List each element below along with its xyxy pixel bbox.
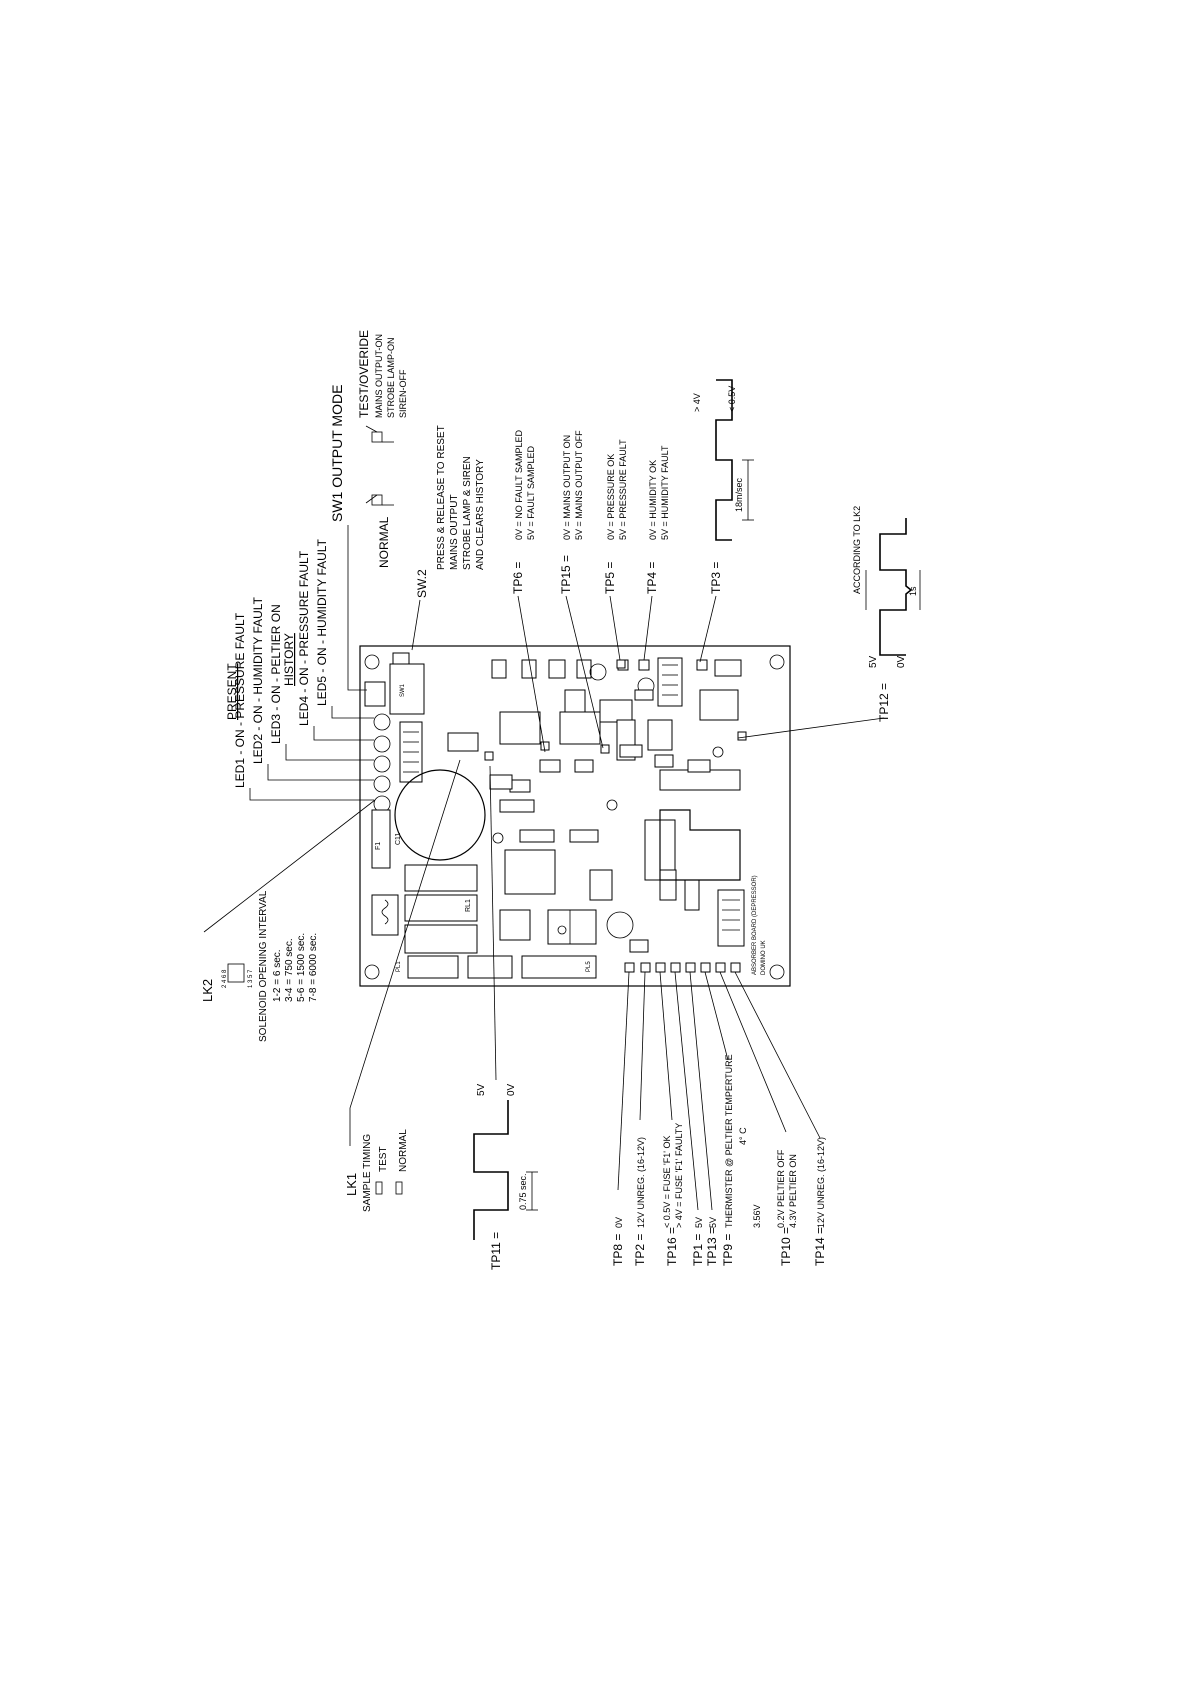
- tp16-label: TP16 =: [665, 1227, 679, 1266]
- tp-right-legend: TP6 = 0V = NO FAULT SAMPLED 5V = FAULT S…: [511, 430, 723, 753]
- tp1-label: TP1 =: [691, 1234, 705, 1266]
- tp16-value2: > 4V = FUSE 'F1' FAULTY: [674, 1123, 684, 1228]
- svg-text:SW1: SW1: [400, 683, 406, 697]
- board-subtitle: DOMINO UK: [761, 940, 767, 975]
- lk1-label: LK1: [344, 1173, 359, 1196]
- sw1-output-mode: SW1 OUTPUT MODE NORMAL TEST/OVERIDE MAIN…: [329, 330, 408, 691]
- tp11-period: 0.75 sec.: [518, 1173, 528, 1210]
- tp6-label: TP6 =: [511, 562, 525, 594]
- tp2-value: 12V UNREG. (16-12V): [636, 1137, 646, 1228]
- tp4-line1: 0V = HUMIDITY OK: [648, 460, 658, 540]
- tp3-waveform: 18m/sec > 4V < 0.5V: [692, 379, 754, 541]
- tp8-value: 0V: [614, 1217, 624, 1228]
- svg-text:RL1: RL1: [465, 899, 472, 912]
- tp3-label: TP3 =: [709, 562, 723, 594]
- tp12-label: TP12 =: [877, 683, 891, 722]
- tp15-label: TP15 =: [559, 555, 573, 594]
- pcb-board: SW1 C11 F1 RL1 PL1 PL5: [359, 645, 791, 987]
- tp2-label: TP2 =: [633, 1234, 647, 1266]
- sw1-test-line4: SIREN-OFF: [398, 369, 408, 418]
- lk1-sub: SAMPLE TIMING: [362, 1134, 373, 1212]
- tp13-label: TP13 =: [705, 1227, 719, 1266]
- sw1-test-line3: STROBE LAMP-ON: [386, 337, 396, 418]
- lk2-title: SOLENOID OPENING INTERVAL: [258, 890, 269, 1042]
- sw1-title: SW1 OUTPUT MODE: [329, 385, 345, 522]
- tp9-label: TP9 =: [721, 1234, 735, 1266]
- tp9-value1: THERMISTER @ PELTIER TEMPERTURE: [724, 1054, 734, 1228]
- sw1-test-line2: MAINS OUTPUT-ON: [374, 334, 384, 418]
- tp5-line2: 5V = PRESSURE FAULT: [618, 439, 628, 540]
- svg-text:F1: F1: [375, 842, 382, 850]
- lk2-row2: 3-4 = 750 sec.: [284, 938, 295, 1002]
- tp15-line2: 5V = MAINS OUTPUT OFF: [574, 430, 584, 540]
- svg-text:PL5: PL5: [586, 961, 592, 972]
- sw2-desc1: PRESS & RELEASE TO RESET: [436, 425, 447, 570]
- lk2-pins-bottom: 1 3 5 7: [248, 969, 254, 988]
- tp3-period: 18m/sec: [734, 477, 744, 512]
- led3-label: LED3 - ON - PELTIER ON: [269, 604, 283, 744]
- history-heading: HISTORY: [282, 633, 296, 686]
- tp16-value1: < 0.5V = FUSE 'F1' OK: [662, 1136, 672, 1228]
- led1-label: LED1 - ON - PRESSURE FAULT: [233, 612, 247, 788]
- tp8-label: TP8 =: [611, 1234, 625, 1266]
- tp10-value2: 4.3V PELTIER ON: [788, 1154, 798, 1228]
- tp11-waveform: TP11 = 0.75 sec. 5V 0V: [473, 765, 538, 1270]
- tp4-line2: 5V = HUMIDITY FAULT: [660, 445, 670, 540]
- sw2-reset: SW.2 PRESS & RELEASE TO RESET MAINS OUTP…: [411, 425, 486, 651]
- tp12-note: ACCORDING TO LK2: [852, 506, 862, 594]
- tp5-label: TP5 =: [603, 562, 617, 594]
- tp11-5v: 5V: [476, 1083, 487, 1096]
- sw2-desc4: AND CLEARS HISTORY: [475, 459, 486, 570]
- board-title: ABSORBER BOARD (DEPRESSOR): [752, 875, 758, 975]
- tp1-value: 5V: [694, 1217, 704, 1228]
- tp12-5v: 5V: [868, 655, 879, 668]
- lk2-label: LK2: [200, 979, 215, 1002]
- lk2-pins-top: 2 4 6 8: [222, 969, 228, 988]
- sw2-desc3: STROBE LAMP & SIREN: [462, 456, 473, 570]
- sw2-desc2: MAINS OUTPUT: [449, 494, 460, 570]
- tp9-value3: 3.56V: [752, 1204, 762, 1228]
- tp5-line1: 0V = PRESSURE OK: [606, 454, 616, 540]
- svg-text:C11: C11: [395, 833, 402, 845]
- sw1-normal-label: NORMAL: [377, 516, 391, 568]
- tp10-label: TP10 =: [779, 1227, 793, 1266]
- sw1-test-line1: TEST/OVERIDE: [357, 330, 371, 418]
- tp6-line1: 0V = NO FAULT SAMPLED: [514, 430, 524, 540]
- present-heading: PRESENT: [225, 663, 239, 720]
- tp13-value: 5V: [708, 1217, 718, 1228]
- lk1-legend: LK1 SAMPLE TIMING TEST NORMAL: [344, 759, 461, 1212]
- tp6-line2: 5V = FAULT SAMPLED: [526, 446, 536, 540]
- tp15-line1: 0V = MAINS OUTPUT ON: [562, 435, 572, 540]
- lk2-row4: 7-8 = 6000 sec.: [308, 933, 319, 1002]
- lk2-legend: LK2 2 4 6 8 1 3 5 7 SOLENOID OPENING INT…: [200, 799, 376, 1042]
- led4-label: LED4 - ON - PRESSURE FAULT: [297, 550, 311, 726]
- tp11-0v: 0V: [506, 1083, 517, 1096]
- led2-label: LED2 - ON - HUMIDITY FAULT: [251, 596, 265, 764]
- led-legend: LED1 - ON - PRESSURE FAULT LED2 - ON - H…: [225, 538, 374, 801]
- tp14-label: TP14 =: [813, 1227, 827, 1266]
- lk2-row1: 1-2 = 6 sec.: [272, 949, 283, 1002]
- tp12-width: 1s: [908, 586, 918, 596]
- tp14-value: 12V UNREG. (16-12V): [816, 1137, 826, 1228]
- tp3-low: < 0.5V: [727, 386, 737, 412]
- led5-label: LED5 - ON - HUMIDITY FAULT: [315, 538, 329, 706]
- svg-text:PL1: PL1: [396, 961, 402, 972]
- tp4-label: TP4 =: [645, 562, 659, 594]
- tp12-0v: 0V: [896, 655, 907, 668]
- sw2-label: SW.2: [415, 569, 429, 598]
- tp10-value1: 0.2V PELTIER OFF: [776, 1149, 786, 1228]
- tp-bottom-legend: TP8 = 0V TP2 = 12V UNREG. (16-12V) TP16 …: [611, 971, 827, 1266]
- lk1-normal: NORMAL: [398, 1129, 409, 1172]
- lk2-row3: 5-6 = 1500 sec.: [296, 933, 307, 1002]
- tp9-value2: 4° C: [738, 1127, 748, 1145]
- tp11-label: TP11 =: [489, 1232, 503, 1270]
- tp3-high: > 4V: [692, 393, 702, 412]
- tp12-waveform: TP12 = 5V 0V ACCORDING TO LK2 1s: [737, 506, 921, 739]
- lk1-test: TEST: [378, 1146, 389, 1172]
